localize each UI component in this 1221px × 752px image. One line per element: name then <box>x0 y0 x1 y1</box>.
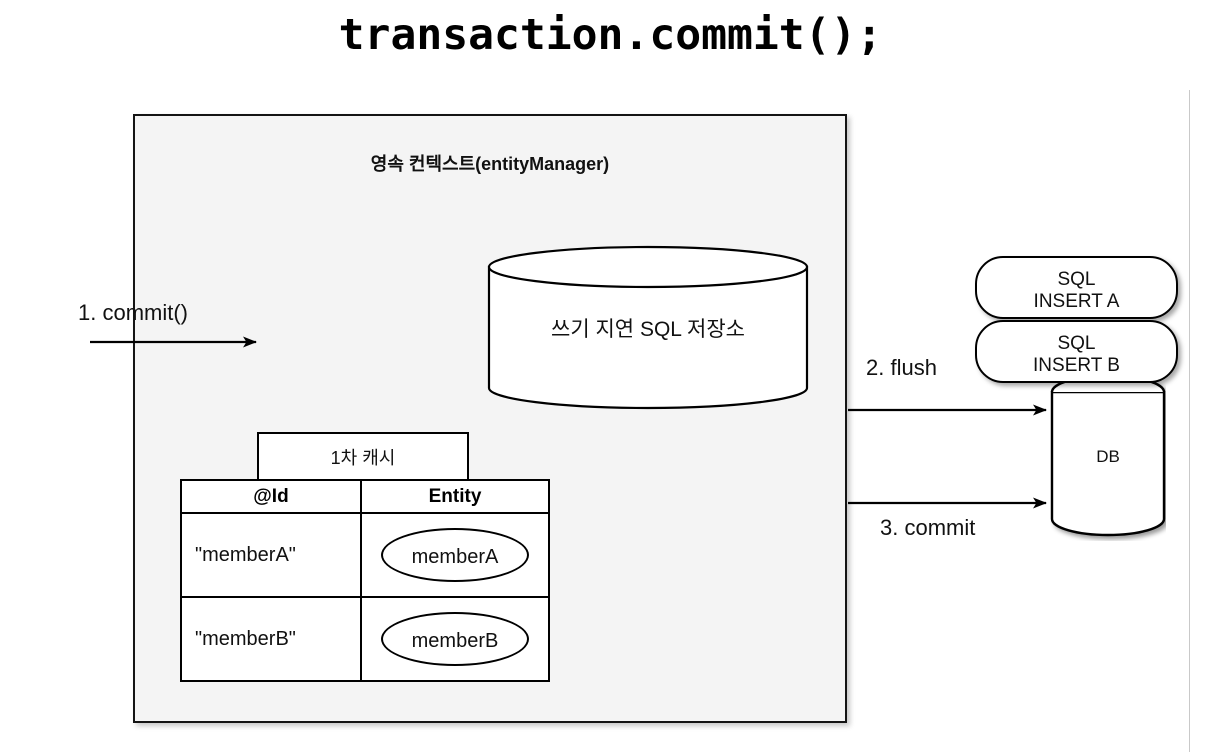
flow-label-commit: 1. commit() <box>78 300 188 325</box>
entity-ellipse: memberB <box>381 612 529 666</box>
cache-row-id: "memberA" <box>180 512 362 598</box>
first-level-cache-table: @Id Entity "memberA" memberA "memberB" m… <box>180 479 550 682</box>
flow-label-db-commit: 3. commit <box>880 515 976 540</box>
write-behind-sql-store-label: 쓰기 지연 SQL 저장소 <box>551 318 745 341</box>
persistence-context-title: 영속 컨텍스트(entityManager) <box>370 154 610 174</box>
entity-ellipse: memberA <box>381 528 529 582</box>
table-header-row: @Id Entity <box>180 479 550 514</box>
page-title: transaction.commit(); <box>338 10 883 60</box>
column-header-entity: Entity <box>360 479 550 514</box>
flow-label-flush: 2. flush <box>866 355 937 380</box>
cache-row-entity-cell: memberB <box>360 596 550 682</box>
sql-insert-a-box: SQL INSERT A <box>975 256 1178 319</box>
cache-row-entity-cell: memberA <box>360 512 550 598</box>
column-header-id: @Id <box>180 479 362 514</box>
right-vertical-rule <box>1189 90 1190 752</box>
table-row: "memberB" memberB <box>180 596 550 682</box>
cache-row-id: "memberB" <box>180 596 362 682</box>
first-level-cache-tab-label: 1차 캐시 <box>330 448 396 468</box>
sql-insert-b-box: SQL INSERT B <box>975 320 1178 383</box>
first-level-cache-tab <box>257 432 469 481</box>
write-behind-sql-store-cylinder <box>487 245 809 410</box>
table-row: "memberA" memberA <box>180 512 550 598</box>
database-label: DB <box>1096 447 1120 466</box>
